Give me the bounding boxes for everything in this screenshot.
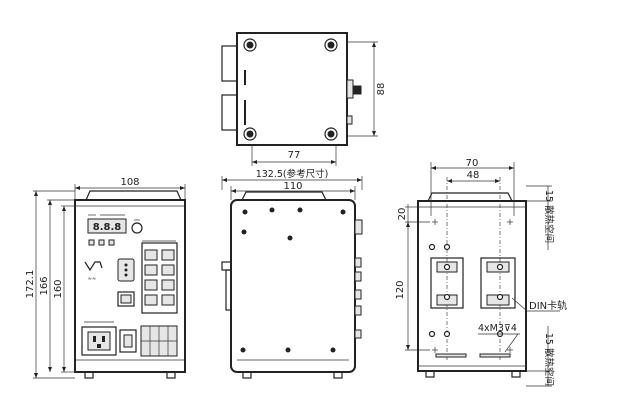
screw-spec-label: 4xM3⊽4: [478, 323, 517, 334]
dim-77: 77: [288, 150, 301, 161]
knob-icon: [131, 222, 143, 234]
bottom-clearance-label: 15 散热空间: [543, 333, 555, 386]
dim-172-1: 172.1: [25, 270, 36, 299]
rear-view-body: [417, 200, 527, 372]
led-display: [87, 218, 127, 234]
top-view-left-bracket: [221, 45, 238, 82]
io-terminal-block: [141, 242, 178, 314]
din-rail-label: DIN卡轨: [529, 299, 567, 312]
top-clearance-label: 15 散热空间: [543, 190, 555, 243]
dim-166: 166: [39, 276, 50, 295]
svg-text:8.8.8: 8.8.8: [93, 222, 122, 233]
dim-108: 108: [120, 177, 139, 188]
front-view-body: [74, 199, 186, 373]
dim-120: 120: [395, 280, 406, 299]
dim-132-5-reference: 132.5(参考尺寸): [256, 168, 329, 180]
brand-logo-icon: ≈≈: [88, 276, 96, 282]
side-view: 132.5(参考尺寸) 110: [221, 168, 363, 379]
din-rail-clip-right: [480, 257, 516, 309]
din-rail-clip-left: [430, 257, 464, 309]
side-view-body: [230, 199, 356, 373]
dim-70: 70: [466, 158, 479, 169]
dim-88: 88: [376, 83, 387, 96]
dim-160: 160: [53, 279, 64, 298]
top-view: 77 88: [221, 32, 387, 166]
top-view-left-bracket-lower: [221, 94, 238, 131]
front-view: 8.8.8 ≈≈: [25, 177, 186, 379]
dim-110: 110: [283, 181, 302, 192]
rear-view: 70 48 20 120 15 散热空间 15 散热空间 DIN卡轨 4x: [395, 158, 567, 387]
dim-48: 48: [467, 170, 480, 181]
dim-20: 20: [397, 208, 408, 221]
